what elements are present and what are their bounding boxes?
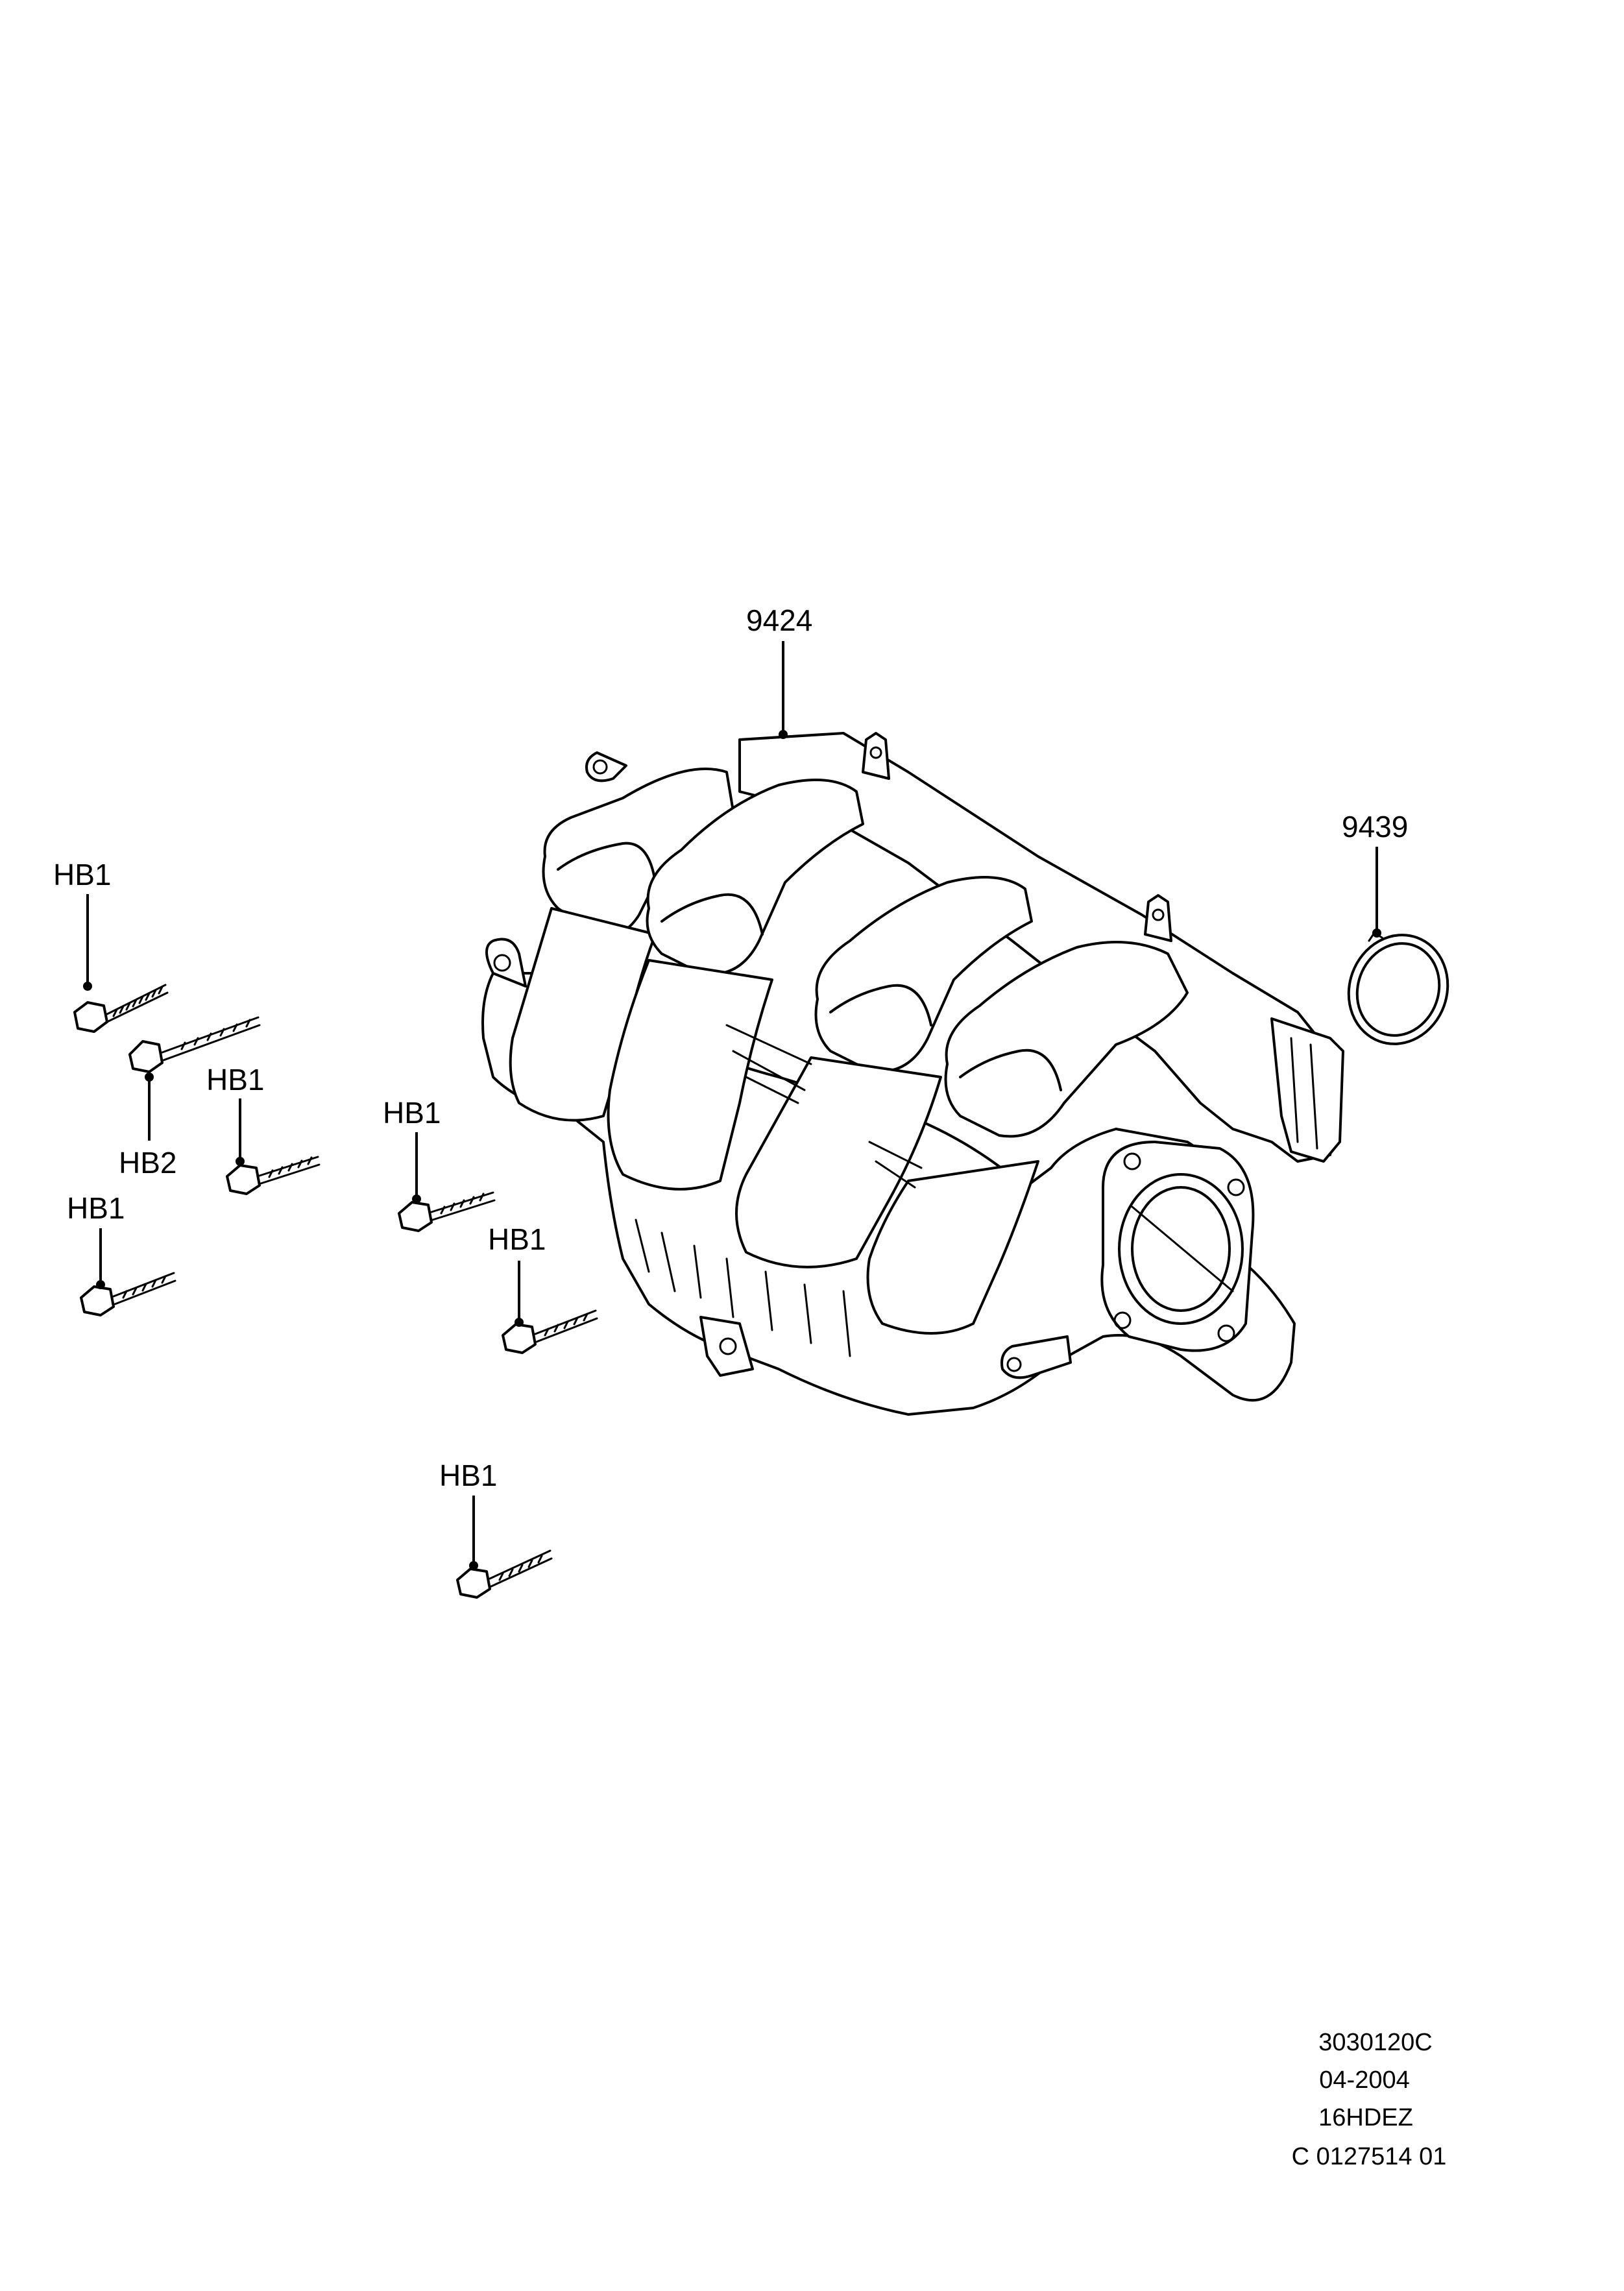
callout-hb1-b: HB1 (206, 1063, 264, 1097)
callout-hb1-d: HB1 (383, 1096, 441, 1130)
drawing-date: 04-2004 (1319, 2067, 1409, 2094)
bolt-hb1-a[interactable] (73, 984, 169, 1033)
callout-9424: 9424 (746, 603, 812, 637)
bolt-hb1-c[interactable] (80, 1272, 176, 1316)
intake-manifold[interactable] (481, 732, 1344, 1416)
callout-9439: 9439 (1342, 810, 1408, 843)
callout-hb1-f: HB1 (439, 1459, 497, 1492)
callout-hb2: HB2 (119, 1146, 176, 1180)
bolt-hb2[interactable] (128, 1016, 261, 1073)
drawing-number: 3030120C (1318, 2029, 1432, 2056)
throttle-gasket[interactable] (1333, 921, 1462, 1058)
drawing-info-block: 3030120C 04-2004 16HDEZ C 0127514 01 (1292, 2029, 1447, 2170)
leader-lines (83, 641, 1381, 1570)
callout-hb1-c: HB1 (67, 1191, 125, 1225)
reference-number: C 0127514 01 (1292, 2143, 1447, 2170)
bolt-hb1-e[interactable] (502, 1309, 598, 1354)
bolt-hb1-f[interactable] (456, 1549, 553, 1599)
bolt-hb1-d[interactable] (398, 1191, 496, 1232)
engine-code: 16HDEZ (1318, 2104, 1413, 2131)
callout-hb1-e: HB1 (488, 1222, 546, 1256)
callout-hb1-a: HB1 (53, 858, 111, 891)
